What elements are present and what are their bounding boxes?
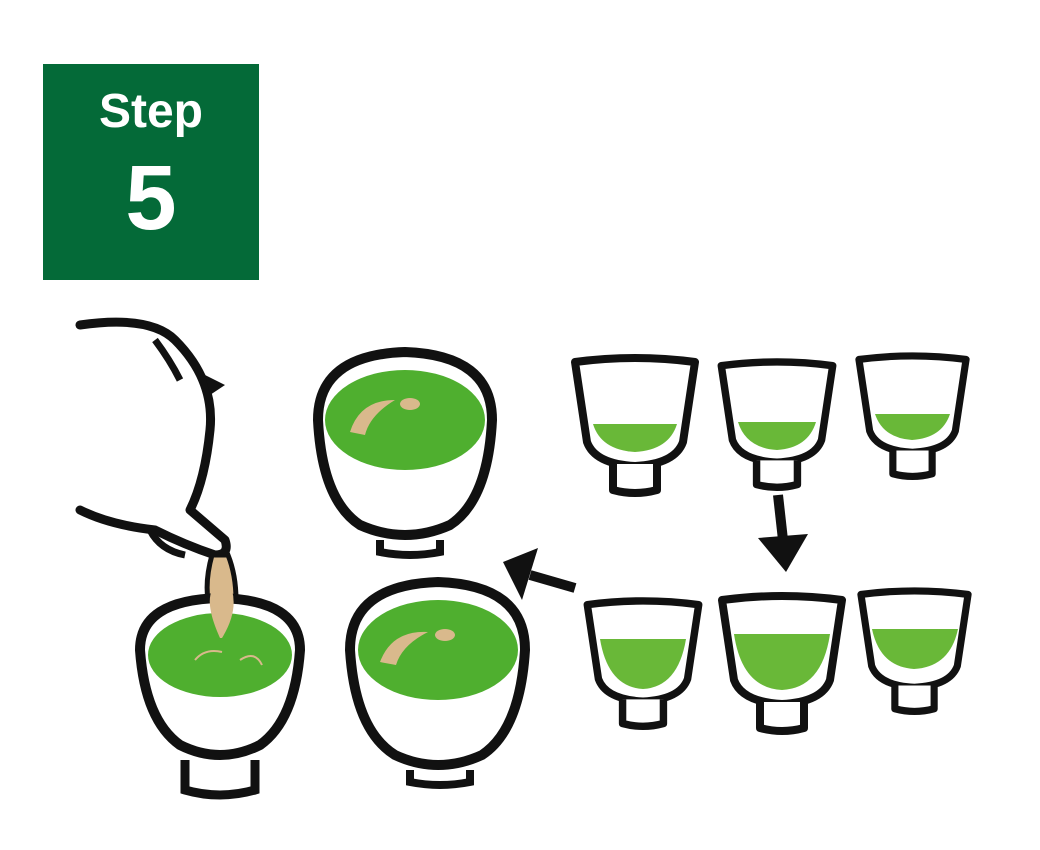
- small-cup-6: [861, 591, 968, 712]
- step-number: 5: [125, 147, 177, 249]
- small-cup-4: [587, 601, 698, 726]
- teapot-pouring-icon: [75, 317, 231, 560]
- small-cup-2: [721, 362, 832, 487]
- arrow-down-icon: [758, 494, 808, 572]
- small-cup-5: [722, 596, 842, 731]
- step-badge: Step 5: [43, 64, 259, 280]
- small-cup-1: [575, 358, 695, 493]
- bowl-being-filled: [134, 590, 306, 800]
- bowl-top: [312, 346, 498, 559]
- arrow-left-icon: [503, 548, 577, 600]
- small-cup-3: [859, 356, 966, 477]
- bowl-bottom: [344, 576, 531, 789]
- step-label: Step: [98, 85, 203, 138]
